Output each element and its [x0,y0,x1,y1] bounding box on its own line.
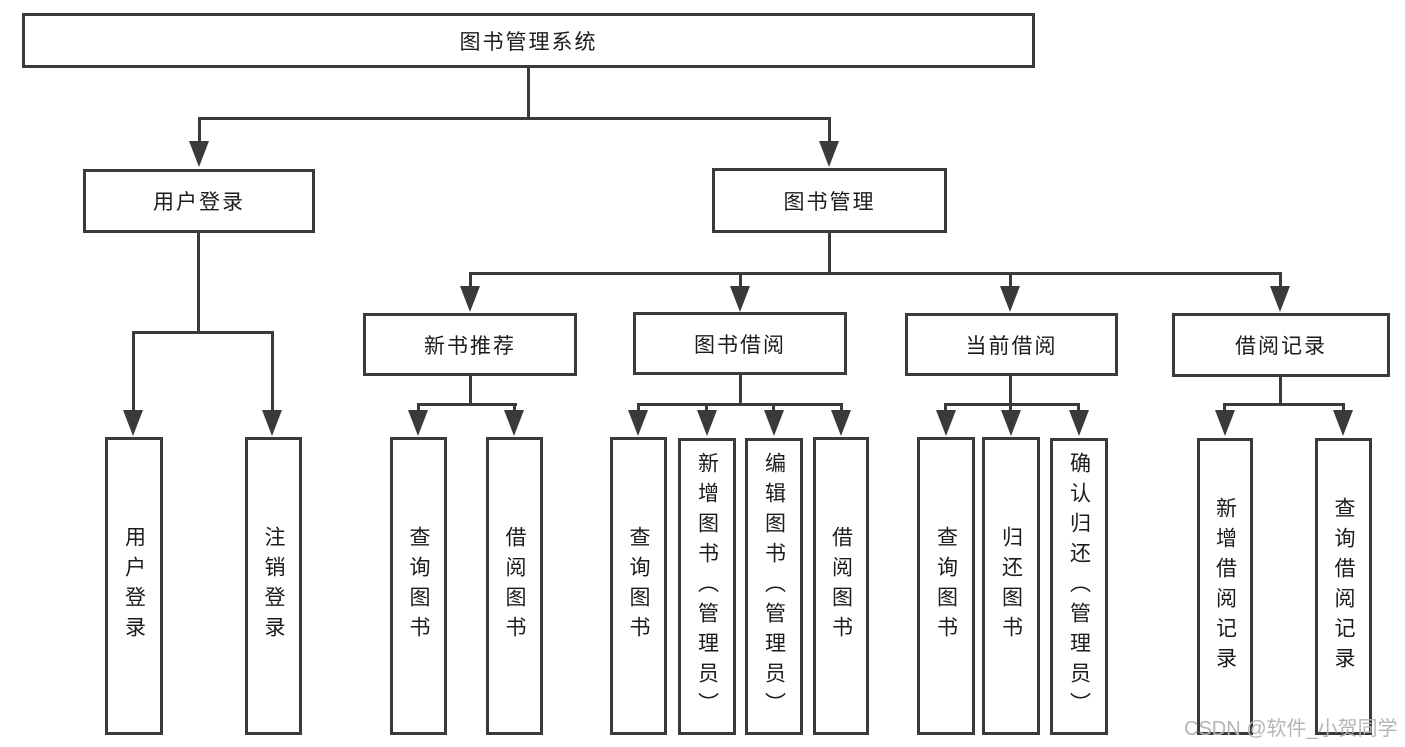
connector-shaft [132,331,135,414]
node-book-management: 图书管理 [712,168,947,233]
connector-shaft [1223,403,1226,415]
leaf-query-borrow-record-label: 查询借阅记录 [1332,496,1355,677]
connector-shaft [271,331,274,414]
arrowhead-down-icon [697,410,717,436]
connector-currentborrow-stem [1009,376,1012,406]
leaf-logout-login-label: 注销登录 [262,526,285,646]
leaf-query-books-recommend: 查询图书 [390,437,447,735]
leaf-query-books-current-label: 查询图书 [934,526,958,646]
arrowhead-down-icon [123,410,143,436]
connector-newbook-bar [417,403,517,406]
arrowhead-down-icon [1069,410,1089,436]
arrowhead-down-icon [628,410,648,436]
arrowhead-down-icon [764,410,784,436]
connector-borrowrecord-bar [1224,403,1344,406]
connector-shaft [772,403,775,415]
connector-currentborrow-bar [945,403,1080,406]
connector-shaft [198,117,201,145]
node-book-borrow-label: 图书借阅 [694,333,786,357]
node-book-management-label: 图书管理 [783,190,876,214]
arrowhead-down-icon [730,286,750,312]
leaf-user-login: 用户登录 [105,437,163,735]
arrowhead-down-icon [1001,410,1021,436]
arrowhead-down-icon [831,410,851,436]
leaf-add-book-admin: 新增图书（管理员） [678,438,736,735]
connector-shaft [417,403,420,415]
arrowhead-down-icon [819,141,839,167]
connector-shaft [1342,403,1345,415]
connector-shaft [944,403,947,415]
leaf-add-borrow-record: 新增借阅记录 [1197,438,1253,735]
node-borrow-records-label: 借阅记录 [1235,335,1327,358]
node-book-borrow: 图书借阅 [633,312,847,375]
node-root-label: 图书管理系统 [459,30,598,54]
leaf-user-login-label: 用户登录 [122,526,146,646]
connector-newbook-stem [469,376,472,406]
connector-shaft [1077,403,1080,415]
watermark: CSDN @软件_小贺同学 [1184,718,1398,740]
connector-shaft [1009,272,1012,290]
arrowhead-down-icon [1215,410,1235,436]
arrowhead-down-icon [504,410,524,436]
connector-shaft [1279,272,1282,290]
arrowhead-down-icon [1333,410,1353,436]
connector-shaft [469,272,472,290]
leaf-confirm-return-admin: 确认归还（管理员） [1050,438,1108,735]
connector-shaft [1009,403,1012,415]
leaf-edit-book-admin-label: 编辑图书（管理员） [762,451,786,722]
leaf-confirm-return-admin-label: 确认归还（管理员） [1067,451,1091,722]
connector-userlogin-bar [132,331,274,334]
connector-shaft [513,403,516,415]
connector-shaft [637,403,640,415]
connector-root-stem [527,66,530,120]
arrowhead-down-icon [460,286,480,312]
connector-shaft [705,403,708,415]
connector-bookborrow-stem [739,375,742,406]
leaf-borrow-books-recommend-label: 借阅图书 [503,526,526,646]
node-current-borrow: 当前借阅 [905,313,1118,376]
node-new-book-recommend-label: 新书推荐 [424,334,516,358]
node-new-book-recommend: 新书推荐 [363,313,577,376]
connector-level2-bar [198,117,831,120]
connector-bookborrow-bar [637,403,843,406]
leaf-logout-login: 注销登录 [245,437,302,735]
leaf-query-books-recommend-label: 查询图书 [407,526,430,646]
leaf-borrow-books-borrow: 借阅图书 [813,437,869,735]
arrowhead-down-icon [189,141,209,167]
leaf-borrow-books-recommend: 借阅图书 [486,437,543,735]
leaf-add-book-admin-label: 新增图书（管理员） [695,451,719,722]
node-borrow-records: 借阅记录 [1172,313,1390,377]
arrowhead-down-icon [1000,286,1020,312]
leaf-add-borrow-record-label: 新增借阅记录 [1213,496,1237,677]
leaf-return-book: 归还图书 [982,437,1040,735]
connector-shaft [739,272,742,290]
leaf-borrow-books-borrow-label: 借阅图书 [829,526,853,646]
leaf-return-book-label: 归还图书 [999,526,1023,646]
leaf-query-books-borrow-label: 查询图书 [627,526,650,646]
connector-borrowrecord-stem [1279,377,1282,406]
arrowhead-down-icon [262,410,282,436]
connector-level3-bar [469,272,1282,275]
arrowhead-down-icon [408,410,428,436]
leaf-edit-book-admin: 编辑图书（管理员） [745,438,803,735]
leaf-query-books-current: 查询图书 [917,437,975,735]
node-current-borrow-label: 当前借阅 [965,334,1058,358]
connector-bookmgmt-stem [828,233,831,275]
arrowhead-down-icon [1270,286,1290,312]
leaf-query-books-borrow: 查询图书 [610,437,667,735]
node-user-login-label: 用户登录 [153,191,245,214]
leaf-query-borrow-record: 查询借阅记录 [1315,438,1372,735]
connector-shaft [828,117,831,145]
node-user-login: 用户登录 [83,169,315,233]
connector-userlogin-stem [197,233,200,334]
connector-shaft [840,403,843,415]
node-root: 图书管理系统 [22,13,1035,68]
arrowhead-down-icon [936,410,956,436]
